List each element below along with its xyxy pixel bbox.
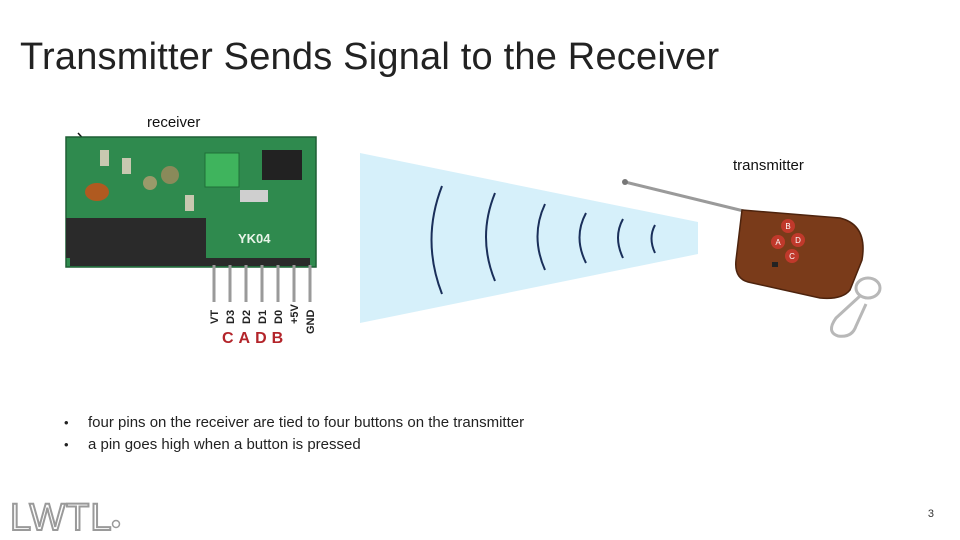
signal-beam [360, 153, 698, 323]
signal-wave-2 [485, 192, 496, 282]
signal-wave-4 [578, 212, 587, 264]
page-number: 3 [927, 508, 934, 520]
pin-label-d0: D0 [273, 310, 285, 324]
pin-label-gnd: GND [305, 310, 317, 335]
signal-wave-1 [430, 185, 443, 295]
remote-button-b-label: B [785, 222, 790, 231]
bullet-item: four pins on the receiver are tied to fo… [64, 412, 524, 434]
keychain-clip [830, 276, 882, 338]
remote-button-b [781, 219, 795, 233]
pin-label-d1: D1 [257, 310, 269, 324]
receiver-board: YK04 VT D3 D2 D1 D0 +5V GND [65, 132, 317, 335]
receiver-label: receiver [147, 114, 201, 131]
signal-wave-5 [617, 218, 624, 259]
remote-button-d-label: D [795, 236, 801, 245]
pin-button-letters: CADB [222, 330, 289, 347]
pin-label-5v: +5V [289, 303, 301, 324]
logo-text: LWTL [10, 497, 113, 539]
bullet-list: four pins on the receiver are tied to fo… [64, 412, 524, 456]
signal-wave-6 [650, 224, 656, 254]
transmitter-label: transmitter [733, 157, 804, 174]
signal-wave-3 [536, 203, 546, 271]
pin-label-d3: D3 [225, 310, 237, 324]
remote-button-c-label: C [789, 252, 795, 261]
remote-button-c [785, 249, 799, 263]
remote-button-a [771, 235, 785, 249]
remote-button-d [791, 233, 805, 247]
remote-button-a-label: A [775, 238, 781, 247]
receiver-pins [212, 265, 312, 302]
pin-label-vt: VT [209, 310, 221, 324]
slide-title: Transmitter Sends Signal to the Receiver [20, 36, 720, 78]
bullet-item: a pin goes high when a button is pressed [64, 434, 524, 456]
pin-label-d2: D2 [241, 310, 253, 324]
lwtl-logo: LWTL [9, 496, 121, 540]
board-chip-label: YK04 [238, 231, 271, 246]
transmitter-remote: B A D C [622, 179, 882, 338]
signal-waves [430, 185, 656, 295]
